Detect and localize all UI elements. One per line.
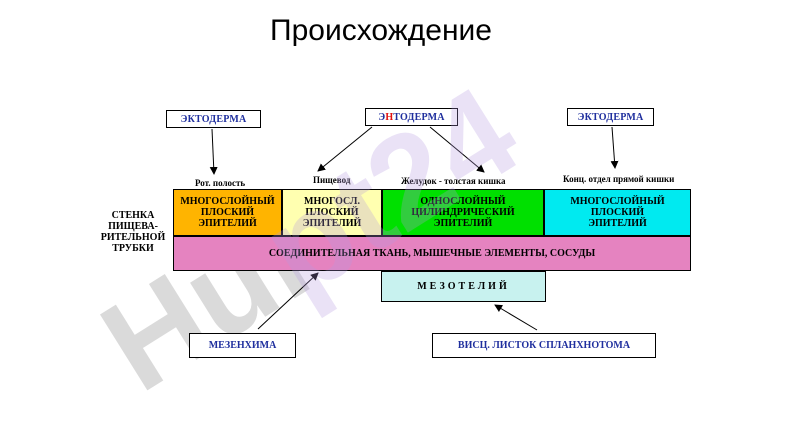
endoderm-box: ЭНТОДЕРМА <box>365 108 458 126</box>
ectoderm-box-right: ЭКТОДЕРМА <box>567 108 654 126</box>
epithelium-line: ПЛОСКИЙ <box>200 207 255 218</box>
arrow-splanchnotome-to-mesothelium <box>494 304 538 331</box>
region-label-oral: Рот. полость <box>195 178 246 188</box>
arrow-ectoderm-to-oral <box>209 128 218 175</box>
ectoderm-left-text-end: ТОДЕРМА <box>195 114 247 125</box>
side-label-line: ТРУБКИ <box>112 243 154 254</box>
ectoderm-right-text: ЭК <box>577 112 593 123</box>
epithelium-line: ОДНОСЛОЙНЫЙ <box>420 196 506 207</box>
epithelium-line: ЭПИТЕЛИЙ <box>198 218 257 229</box>
epithelium-line: ЭПИТЕЛИЙ <box>588 218 647 229</box>
connective-tissue-band: СОЕДИНИТЕЛЬНАЯ ТКАНЬ, МЫШЕЧНЫЕ ЭЛЕМЕНТЫ,… <box>173 236 691 271</box>
arrow-endoderm-to-esophagus <box>317 126 373 172</box>
arrow-endoderm-to-stomach <box>429 126 485 173</box>
epithelium-oral: МНОГОСЛОЙНЫЙ ПЛОСКИЙ ЭПИТЕЛИЙ <box>173 189 282 236</box>
ectoderm-right-text-end: ТОДЕРМА <box>592 112 644 123</box>
side-label-line: СТЕНКА <box>111 210 155 221</box>
endoderm-text-end: ТОДЕРМА <box>393 112 445 123</box>
epithelium-line: ПЛОСКИЙ <box>590 207 645 218</box>
side-label: СТЕНКА ПИЩЕВА- РИТЕЛЬНОЙ ТРУБКИ <box>94 210 172 254</box>
epithelium-stomach-colon: ОДНОСЛОЙНЫЙ ЦИЛИНДРИЧЕСКИЙ ЭПИТЕЛИЙ <box>382 189 544 236</box>
endoderm-text: Э <box>378 112 386 123</box>
page-title: Происхождение <box>270 14 492 47</box>
arrow-ectoderm-to-rectum <box>610 126 619 169</box>
epithelium-esophagus: МНОГОСЛ. ПЛОСКИЙ ЭПИТЕЛИЙ <box>282 189 382 236</box>
epithelium-rectum: МНОГОСЛОЙНЫЙ ПЛОСКИЙ ЭПИТЕЛИЙ <box>544 189 691 236</box>
mesenchyme-box: МЕЗЕНХИМА <box>189 333 296 358</box>
epithelium-line: МНОГОСЛОЙНЫЙ <box>180 196 275 207</box>
ectoderm-box-left: ЭКТОДЕРМА <box>166 110 261 128</box>
epithelium-line: ПЛОСКИЙ <box>305 207 359 218</box>
mesothelium-box: МЕЗОТЕЛИЙ <box>381 271 546 302</box>
epithelium-line: ЦИЛИНДРИЧЕСКИЙ <box>411 207 515 218</box>
side-label-line: РИТЕЛЬНОЙ <box>100 232 166 243</box>
region-label-esophagus: Пищевод <box>313 175 351 185</box>
ectoderm-left-text: ЭК <box>180 114 196 125</box>
epithelium-line: ЭПИТЕЛИЙ <box>433 218 493 229</box>
side-label-line: ПИЩЕВА- <box>108 221 158 232</box>
arrow-mesenchyme-to-connective <box>257 272 319 330</box>
epithelium-line: ЭПИТЕЛИЙ <box>302 218 362 229</box>
region-label-stomach-colon: Желудок - толстая кишка <box>401 176 506 186</box>
region-label-rectum: Конц. отдел прямой кишки <box>563 174 675 184</box>
splanchnotome-box: ВИСЦ. ЛИСТОК СПЛАНХНОТОМА <box>432 333 656 358</box>
epithelium-line: МНОГОСЛОЙНЫЙ <box>570 196 665 207</box>
endoderm-highlight: Н <box>385 112 394 123</box>
epithelium-line: МНОГОСЛ. <box>304 196 360 207</box>
